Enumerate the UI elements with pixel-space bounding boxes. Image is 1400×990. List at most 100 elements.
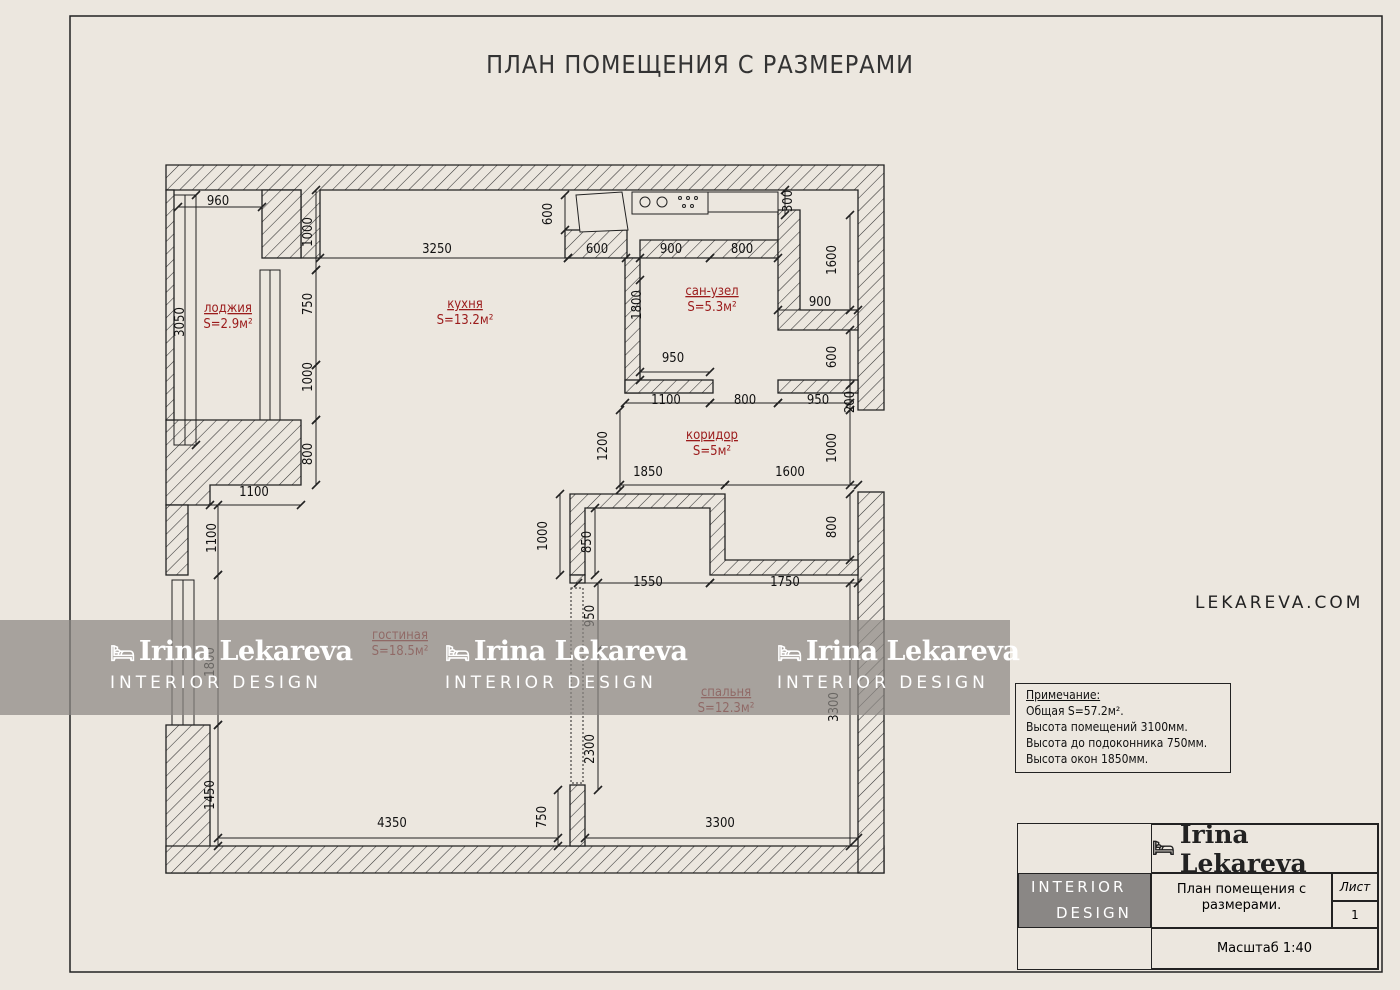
dimension-tick [205, 500, 215, 510]
sink-counter [707, 191, 779, 213]
dimension-tick [560, 225, 570, 235]
dimension-label: 950 [662, 351, 684, 366]
dimension-tick [620, 398, 630, 408]
notes-heading: Примечание: [1026, 688, 1101, 702]
watermark-band [0, 620, 1010, 715]
dimension-tick [311, 480, 321, 490]
dimension-tick [315, 253, 325, 263]
dimension-tick [213, 570, 223, 580]
kitchen-fixtures [575, 191, 779, 233]
dimension-tick [311, 265, 321, 275]
dimension-tick [773, 305, 783, 315]
wall-bath-bottom-right [777, 379, 859, 394]
watermark: 🛏︎Irina Lekareva INTERIOR DESIGN [777, 636, 1020, 693]
note-line: Высота окон 1850мм. [1026, 752, 1149, 766]
dimension-label: 600 [825, 346, 840, 368]
dimension-tick [780, 185, 790, 195]
bed-icon: 🛏︎ [777, 641, 802, 665]
dimension-tick [191, 190, 201, 200]
dimension-label: 1100 [205, 523, 220, 553]
dimension-label: 1000 [825, 433, 840, 463]
wall-bath-top [625, 239, 779, 259]
dimension-tick [555, 570, 565, 580]
dimension-tick [705, 367, 715, 377]
dimension-tick [845, 489, 855, 499]
dimension-label: 1600 [825, 245, 840, 275]
dimension-label: 900 [660, 242, 682, 257]
dimension-tick [311, 415, 321, 425]
note-line: Высота до подоконника 750мм. [1026, 736, 1208, 750]
dimension-tick [555, 489, 565, 499]
dimension-tick [580, 833, 590, 843]
dimension-tick [845, 841, 855, 851]
dimension-tick [593, 785, 603, 795]
dimension-tick [845, 578, 855, 588]
wall-left-upper [165, 189, 175, 421]
dimension-tick [191, 440, 201, 450]
note-line: Общая S=57.2м². [1026, 704, 1124, 718]
dimension-label: 800 [301, 443, 316, 465]
notes-box: Примечание: Общая S=57.2м². Высота помещ… [1015, 683, 1231, 773]
drawing-scale: Масштаб 1:40 [1151, 928, 1378, 969]
bed-icon: 🛏︎ [445, 641, 470, 665]
dimension-tick [553, 785, 563, 795]
dimension-label: 960 [207, 194, 229, 209]
dimension-label: 1000 [301, 362, 316, 392]
dimension-label: 1100 [239, 485, 269, 500]
watermark: 🛏︎Irina Lekareva INTERIOR DESIGN [110, 636, 353, 693]
room-name: кухня [447, 297, 483, 312]
dimension-tick [845, 405, 855, 415]
dimension-label: 1800 [630, 290, 645, 320]
sheet-number: 1 [1332, 901, 1378, 928]
dimension-tick [590, 503, 600, 513]
dimension-tick [590, 570, 600, 580]
dimension-label: 800 [825, 516, 840, 538]
dimension-label: 200 [843, 391, 858, 413]
dimension-tick [563, 253, 573, 263]
dimension-tick [615, 485, 625, 495]
title-block-badge: INTERIOR DESIGN [1018, 873, 1151, 928]
wall-loggia-top [261, 189, 302, 259]
dimension-tick [615, 480, 625, 490]
room-name: коридор [686, 428, 738, 443]
site-url: LEKAREVA.COM [1195, 593, 1364, 613]
walls [165, 164, 885, 874]
dimension-label: 1000 [301, 217, 316, 247]
dimension-label: 1000 [536, 521, 551, 551]
wall-bath-bottom-left [624, 379, 714, 394]
dimension-label: 1550 [633, 575, 663, 590]
drawing-name: План помещения с размерами. [1151, 873, 1332, 928]
wall-bedroom-top [569, 493, 859, 576]
dimension-label: 900 [809, 295, 831, 310]
dimension-tick [635, 367, 645, 377]
dimension-tick [213, 833, 223, 843]
dimension-label: 2300 [583, 734, 598, 764]
dimension-label: 1200 [596, 431, 611, 461]
dimension-tick [853, 578, 863, 588]
dimension-label: 1450 [203, 780, 218, 810]
dimension-tick [635, 253, 645, 263]
dimension-label: 300 [781, 190, 796, 212]
dimension-label: 3300 [705, 816, 735, 831]
dimension-tick [705, 398, 715, 408]
bed-icon: 🛏︎ [110, 641, 135, 665]
sheet-label: Лист [1332, 873, 1378, 901]
dimension-label: 1600 [775, 465, 805, 480]
dimension-tick [573, 578, 583, 588]
dimension-tick [311, 360, 321, 370]
room-area: S=13.2м² [437, 313, 494, 328]
dimension-tick [560, 190, 570, 200]
wall-bath-right [777, 209, 859, 331]
dimension-tick [635, 375, 645, 385]
room-area: S=5.3м² [687, 300, 736, 315]
dimension-tick [213, 720, 223, 730]
wall-loggia-bottom [165, 419, 302, 506]
note-line: Высота помещений 3100мм. [1026, 720, 1188, 734]
dimension-tick [311, 185, 321, 195]
dimension-tick [213, 841, 223, 851]
dimension-label: 4350 [377, 816, 407, 831]
room-name: сан-узел [685, 284, 738, 299]
room-area: S=5м² [693, 444, 731, 459]
